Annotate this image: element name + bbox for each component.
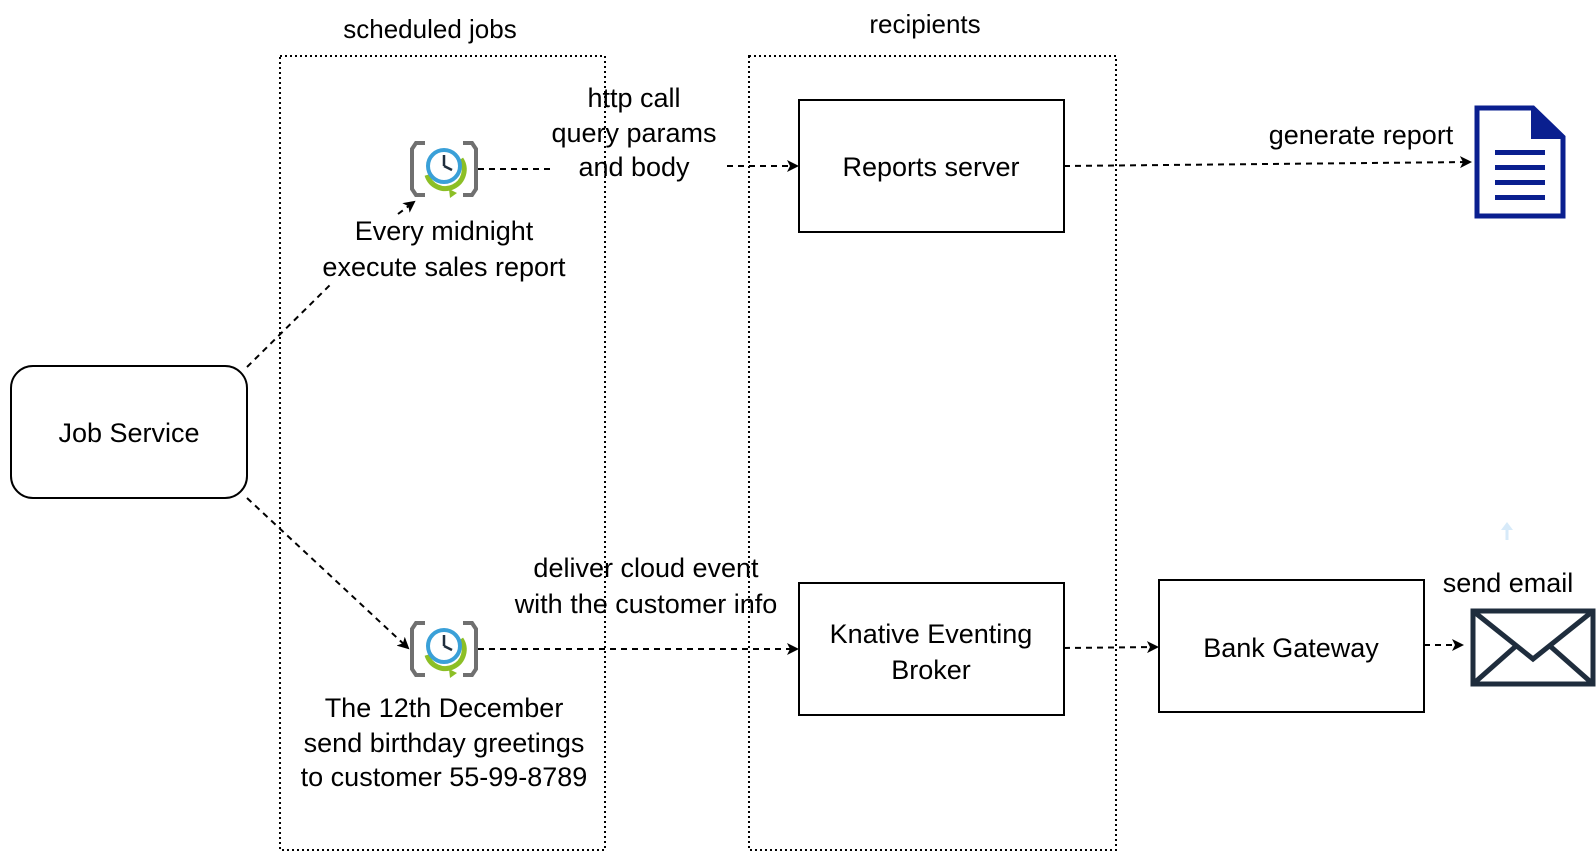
edge-job-service-to-birthday: [246, 497, 410, 650]
birthday-job-label-line2: send birthday greetings: [304, 728, 585, 758]
scheduled-jobs-title: scheduled jobs: [343, 14, 516, 44]
generate-report-label: generate report: [1269, 120, 1454, 150]
http-call-label-line2: query params: [551, 118, 716, 148]
document-icon[interactable]: [1474, 105, 1566, 219]
midnight-job-label-line2: execute sales report: [322, 252, 566, 282]
job-service-label: Job Service: [58, 418, 199, 448]
knative-label-line2: Broker: [891, 655, 971, 685]
clock-schedule-icon[interactable]: [410, 621, 478, 678]
knative-label-line1: Knative Eventing: [830, 619, 1033, 649]
edge-midnight-pointer: [397, 200, 416, 215]
edge-job-service-to-midnight: [246, 284, 331, 368]
http-call-label-line3: and body: [578, 152, 690, 182]
bank-gateway-node[interactable]: [1158, 579, 1425, 713]
midnight-job-label-line1: Every midnight: [355, 216, 534, 246]
envelope-icon[interactable]: [1470, 608, 1596, 687]
reports-server-node[interactable]: [798, 99, 1065, 233]
birthday-job-label-line1: The 12th December: [325, 693, 564, 723]
knative-broker-node[interactable]: [798, 582, 1065, 716]
edge-knative-to-bank: [1063, 641, 1159, 654]
reports-server-label: Reports server: [842, 152, 1019, 182]
send-email-label: send email: [1443, 568, 1574, 598]
http-call-label-line1: http call: [587, 83, 680, 113]
cloud-event-label-line2: with the customer info: [514, 589, 778, 619]
bank-gateway-label: Bank Gateway: [1203, 633, 1379, 663]
cloud-event-label-line1: deliver cloud event: [533, 553, 759, 583]
faint-up-arrow-icon: [1501, 522, 1513, 540]
recipients-title: recipients: [869, 9, 980, 39]
recipients-group: [748, 55, 1117, 851]
birthday-job-label-line3: to customer 55-99-8789: [301, 762, 588, 792]
edge-reports-to-document: [1063, 156, 1472, 169]
scheduled-jobs-group: [279, 55, 606, 851]
job-service-node[interactable]: [10, 365, 248, 499]
clock-schedule-icon[interactable]: [410, 141, 478, 198]
